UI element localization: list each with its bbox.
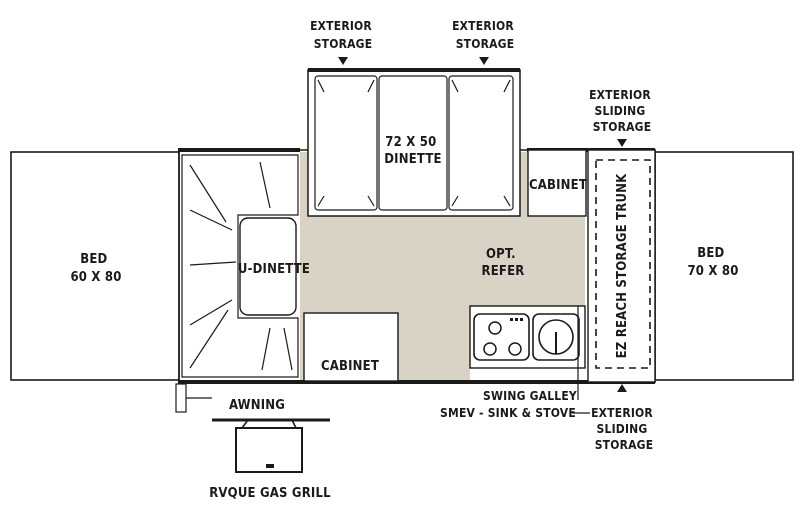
cabinet-bottom xyxy=(303,312,399,382)
bed-left xyxy=(10,151,180,381)
arrow-sliding-bottom xyxy=(617,384,627,392)
grill-arm-right xyxy=(291,419,297,429)
u-dinette-cushion-lines xyxy=(189,161,293,371)
label-sliding-storage-bottom: EXTERIOR SLIDING STORAGE xyxy=(591,406,657,452)
arrow-ext-storage-right xyxy=(479,57,489,65)
stove-burners xyxy=(483,321,522,356)
awning-bracket xyxy=(175,383,187,413)
label-opt-refer: OPT. REFER xyxy=(482,247,525,279)
label-smev: SMEV - SINK & STOVE xyxy=(440,406,576,420)
label-dinette: 72 X 50 DINETTE xyxy=(384,135,442,167)
u-dinette-seat xyxy=(181,154,299,378)
bed-right xyxy=(654,151,794,381)
label-u-dinette: U-DINETTE xyxy=(238,262,310,277)
label-awning: AWNING xyxy=(229,398,285,413)
ez-trunk-area xyxy=(587,149,656,383)
label-bed-left: BED 60 X 80 xyxy=(70,252,121,285)
arrow-sliding-top xyxy=(617,139,627,147)
label-ext-storage-right: EXTERIOR STORAGE xyxy=(452,19,518,51)
label-swing-galley: SWING GALLEY xyxy=(483,389,577,403)
label-ext-storage-left: EXTERIOR STORAGE xyxy=(310,19,376,51)
u-dinette-table xyxy=(239,217,297,316)
arrow-ext-storage-left xyxy=(338,57,348,65)
cabinet-top xyxy=(527,149,587,217)
grill-body xyxy=(235,427,303,473)
grill-handle xyxy=(266,464,274,468)
stove xyxy=(473,313,530,361)
label-cabinet-bottom: CABINET xyxy=(321,359,379,374)
grill-arm-left xyxy=(241,419,249,429)
dinette-table xyxy=(378,75,448,211)
label-cabinet-top: CABINET xyxy=(529,178,587,193)
dinette-slide xyxy=(307,69,521,217)
label-bed-right: BED 70 X 80 xyxy=(687,246,738,279)
ez-trunk-dashed xyxy=(595,159,651,369)
dinette-cushion-lines xyxy=(317,79,511,207)
label-ez-trunk: EZ REACH STORAGE TRUNK xyxy=(615,173,630,359)
label-grill: RVQUE GAS GRILL xyxy=(209,486,331,501)
dinette-bench-right xyxy=(448,75,514,211)
label-sliding-storage-top: EXTERIOR SLIDING STORAGE xyxy=(589,88,655,134)
dinette-bench-left xyxy=(314,75,378,211)
stove-knobs xyxy=(510,318,523,321)
